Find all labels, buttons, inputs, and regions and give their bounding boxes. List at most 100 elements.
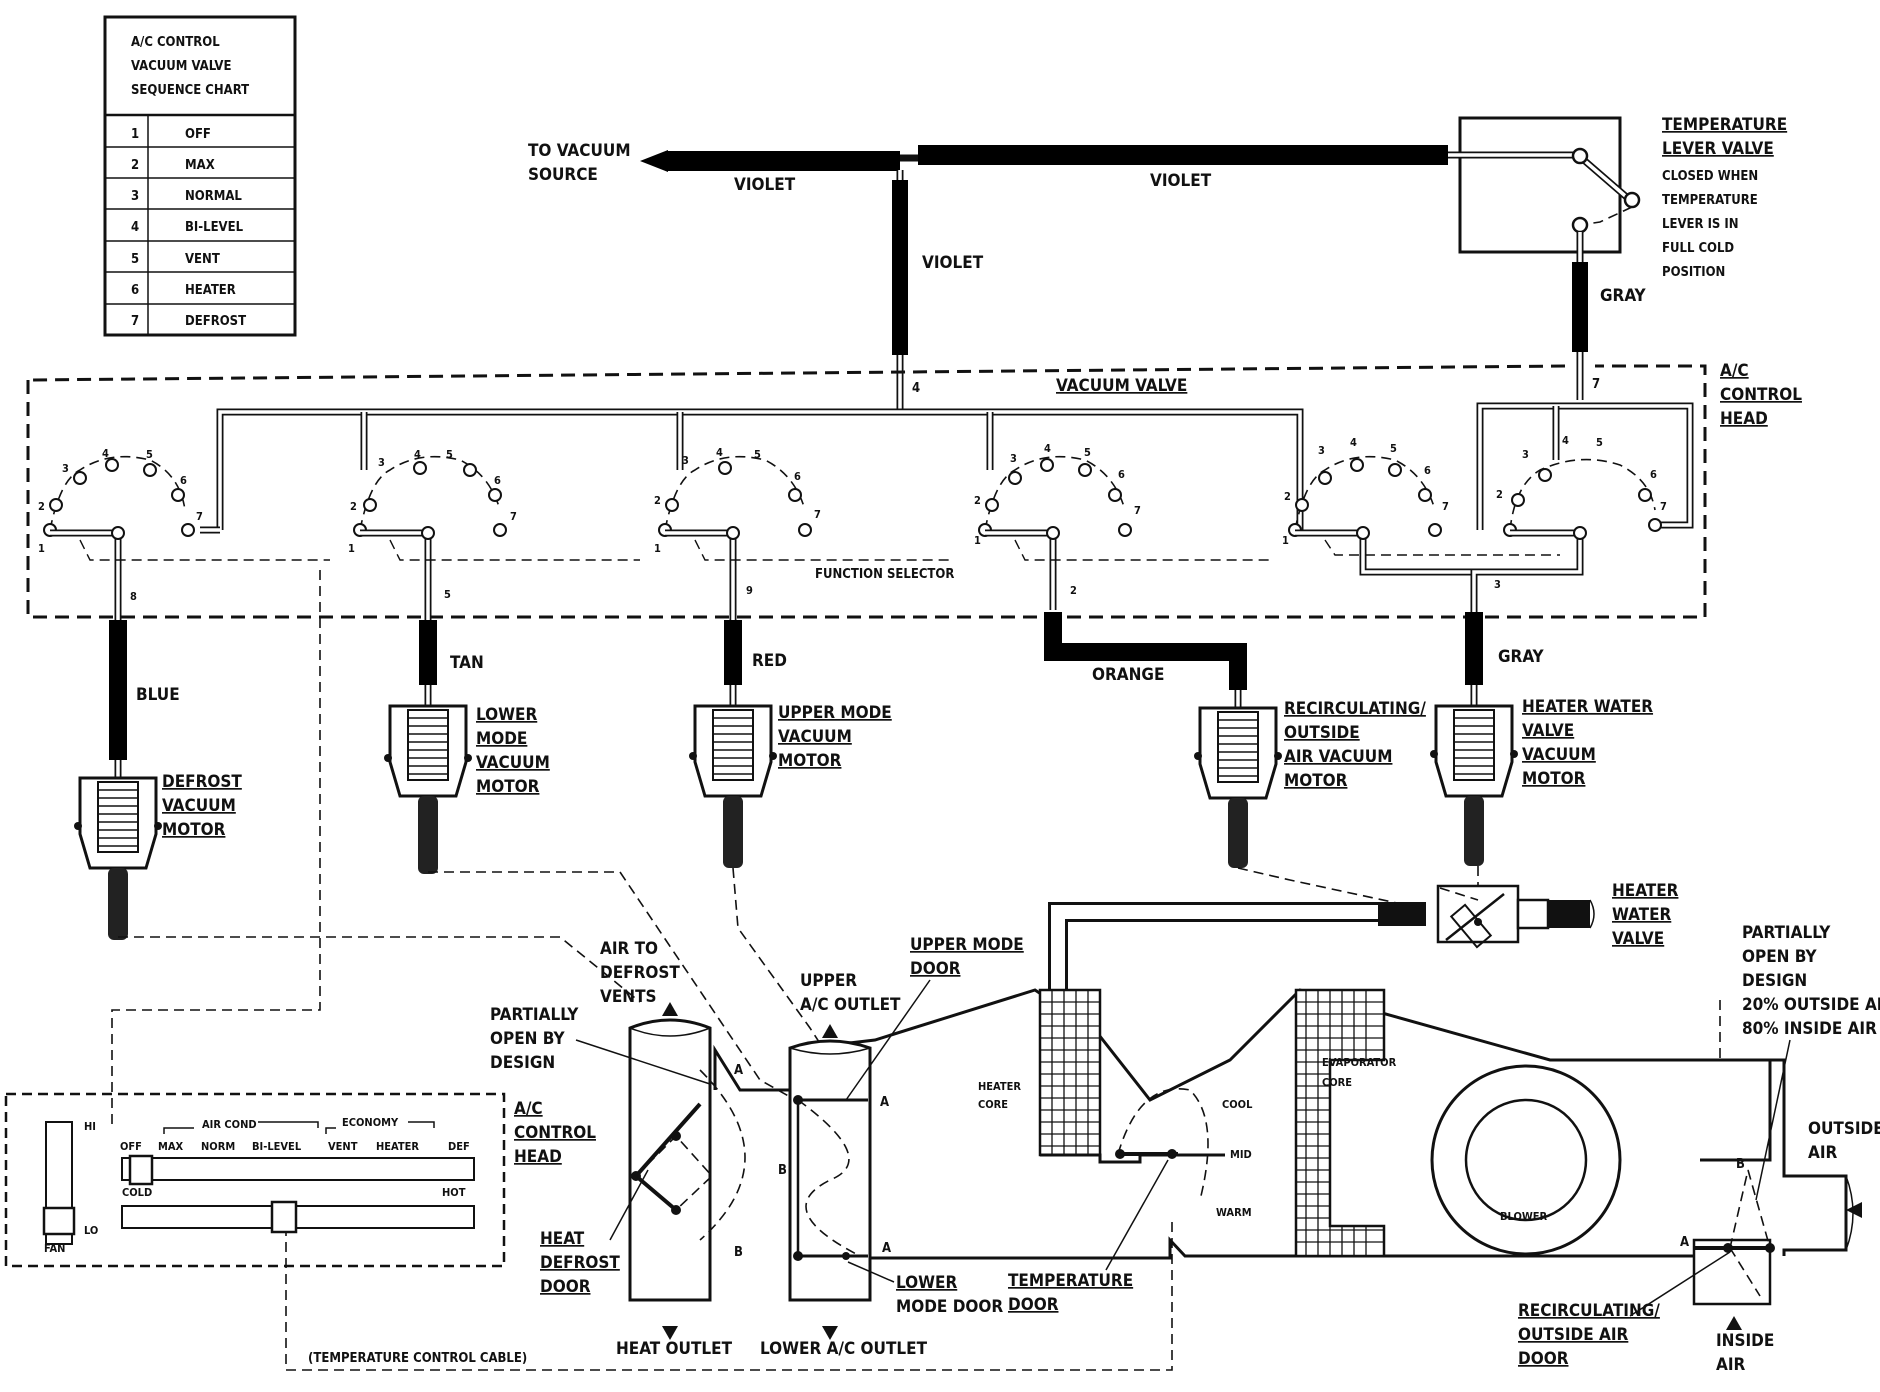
hose-label-tan: TAN [450, 653, 484, 673]
warm-label: WARM [1216, 1206, 1252, 1219]
vacuum-motors: DEFROST VACUUM MOTOR LOWER MODE VACUUM M… [74, 697, 1653, 940]
chart-row-num: 1 [131, 127, 139, 142]
temperature-lever-valve: GRAY TEMPERATURE LEVER VALVE CLOSED WHEN… [1448, 115, 1787, 400]
fan-slider-knob[interactable] [42, 1206, 76, 1236]
control-head-label: A/C [1720, 361, 1749, 381]
outside-air-label: OUTSIDE [1808, 1119, 1880, 1139]
outside-air-label: AIR [1808, 1143, 1838, 1163]
selector-digit: 3 [378, 456, 385, 469]
partially-open-right-label: DESIGN [1742, 971, 1807, 991]
selector-digit: 2 [1284, 490, 1291, 503]
heat-defrost-door-label: DOOR [540, 1277, 591, 1297]
evaporator-core-label: CORE [1322, 1076, 1352, 1089]
selector-digit: 6 [1650, 468, 1657, 481]
heater-water-valve-label: VALVE [1612, 929, 1664, 949]
hose-label-violet: VIOLET [922, 253, 984, 273]
panel-head-label: HEAD [514, 1147, 562, 1167]
selector-digit: 5 [446, 448, 453, 461]
chart-row-num: 3 [131, 189, 139, 204]
temp-lever-valve-title: LEVER VALVE [1662, 139, 1774, 159]
selector-digit: 6 [1118, 468, 1125, 481]
upper-ac-outlet-label: UPPER [800, 971, 857, 991]
recirc-motor-label: RECIRCULATING/ [1284, 699, 1426, 719]
heater-core-label: CORE [978, 1098, 1008, 1111]
fan-lo-label: LO [84, 1224, 98, 1237]
partially-open-label: OPEN BY [490, 1029, 566, 1049]
mode-slider-track[interactable] [121, 1157, 475, 1181]
mode-def: DEF [448, 1140, 470, 1153]
door-marker: A [882, 1241, 891, 1256]
defrost-motor-label: VACUUM [162, 796, 236, 816]
mode-slider-knob[interactable] [128, 1154, 154, 1186]
selector-digit: 4 [102, 447, 109, 460]
door-marker: A [1680, 1235, 1689, 1250]
lower-mode-motor-label: MOTOR [476, 777, 540, 797]
selector-digit: 1 [974, 534, 981, 547]
sequence-chart: A/C CONTROL VACUUM VALVE SEQUENCE CHART … [103, 15, 297, 337]
mode-max: MAX [158, 1140, 184, 1153]
chart-row-num: 2 [131, 158, 139, 173]
heater-water-valve-label: WATER [1612, 905, 1672, 925]
selector-digit: 4 [1562, 434, 1569, 447]
panel-head-label: A/C [514, 1099, 543, 1119]
temp-lever-valve-desc: FULL COLD [1662, 241, 1734, 256]
selector-digit: 4 [716, 446, 723, 459]
selector-5 [1288, 455, 1584, 576]
recirc-motor-label: MOTOR [1284, 771, 1348, 791]
lower-mode-motor-label: LOWER [476, 705, 537, 725]
mode-heater: HEATER [376, 1140, 419, 1153]
heater-water-valve: HEATER WATER VALVE [1048, 866, 1679, 1020]
heater-water-valve-label: HEATER [1612, 881, 1679, 901]
fan-label: FAN [44, 1242, 65, 1255]
selector-digit: 2 [350, 500, 357, 513]
defrost-motor-label: MOTOR [162, 820, 226, 840]
selector-digit: 5 [1084, 446, 1091, 459]
door-marker: B [1736, 1157, 1745, 1172]
selector-1 [43, 455, 330, 620]
economy-label: ECONOMY [342, 1116, 399, 1129]
motor-hoses: BLUE TAN RED ORANGE GRAY [109, 612, 1545, 778]
selector-digit: 1 [38, 542, 45, 555]
chart-row-label: BI-LEVEL [185, 220, 244, 235]
chart-row-num: 6 [131, 283, 139, 298]
selector-digit: 4 [1044, 442, 1051, 455]
upper-mode-motor-label: UPPER MODE [778, 703, 892, 723]
selector-digit: 5 [1390, 442, 1397, 455]
control-panel: A/C CONTROL HEAD HI LO FAN AIR COND ECON… [4, 1092, 596, 1268]
selector-digit: 7 [510, 510, 517, 523]
selector-digit: 3 [1010, 452, 1017, 465]
chart-title-2: VACUUM VALVE [131, 59, 231, 74]
lower-ac-outlet-label: LOWER A/C OUTLET [760, 1339, 928, 1359]
recirc-door-label: OUTSIDE AIR [1518, 1325, 1629, 1345]
chart-row-label: MAX [185, 158, 215, 173]
chart-row-label: VENT [185, 252, 220, 267]
temp-lever-valve-desc: TEMPERATURE [1662, 193, 1758, 208]
air-to-defrost-label: VENTS [600, 987, 657, 1007]
lower-mode-motor-label: MODE [476, 729, 527, 749]
door-marker: A [880, 1095, 889, 1110]
temperature-slider-track[interactable] [121, 1205, 475, 1229]
blower-label: BLOWER [1500, 1210, 1548, 1223]
selector-digit: 5 [754, 448, 761, 461]
inside-air-label: INSIDE [1716, 1331, 1774, 1351]
temp-lever-valve-desc: POSITION [1662, 265, 1725, 280]
chart-row-num: 7 [131, 314, 139, 329]
upper-mode-vacuum-motor: UPPER MODE VACUUM MOTOR [689, 703, 892, 868]
mode-off: OFF [120, 1140, 142, 1153]
hose-label-blue: BLUE [136, 685, 180, 705]
port-number: 8 [130, 590, 137, 603]
selector-digit: 6 [794, 470, 801, 483]
hose-label-red: RED [752, 651, 787, 671]
temp-lever-valve-desc: CLOSED WHEN [1662, 169, 1758, 184]
chart-row-label: DEFROST [185, 314, 246, 329]
door-marker: A [734, 1063, 743, 1078]
selector-digit: 6 [1424, 464, 1431, 477]
lower-mode-vacuum-motor: LOWER MODE VACUUM MOTOR [384, 704, 550, 874]
temperature-slider-knob[interactable] [270, 1200, 298, 1234]
selector-3 [658, 455, 950, 620]
chart-row-label: HEATER [185, 283, 236, 298]
hose-label-violet: VIOLET [1150, 171, 1212, 191]
heat-defrost-door-label: HEAT [540, 1229, 585, 1249]
mode-bilevel: BI-LEVEL [252, 1140, 302, 1153]
